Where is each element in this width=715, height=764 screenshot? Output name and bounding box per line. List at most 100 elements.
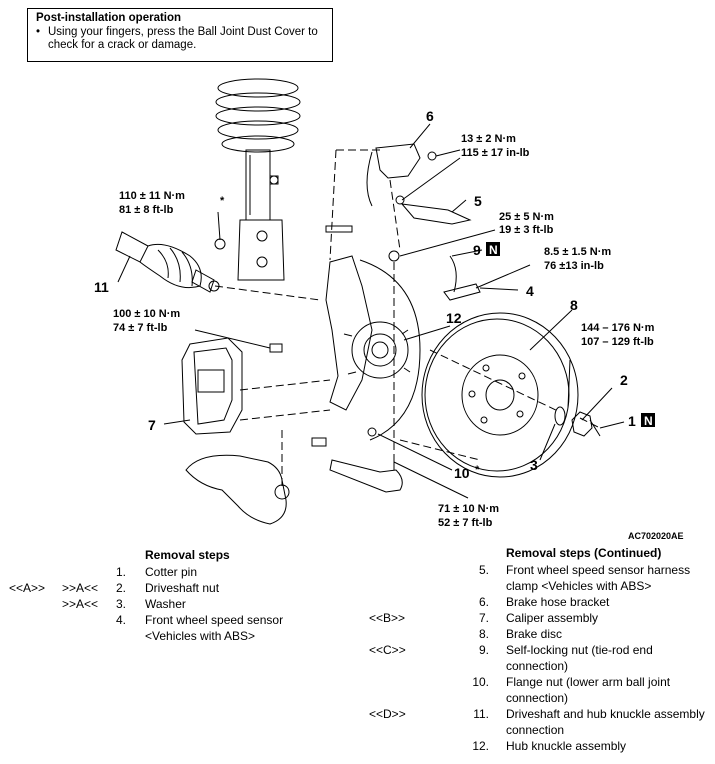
step-row: <<B>> 7. Caliper assembly — [360, 610, 715, 626]
step-row: 5. Front wheel speed sensor harness clam… — [360, 562, 715, 594]
step-number: 10. — [472, 675, 489, 689]
callout-10: 10 — [454, 465, 470, 481]
step-row: 12. Hub knuckle assembly — [360, 738, 715, 754]
torque-71-nm: 71 ± 10 N·m — [438, 503, 499, 515]
torque-100-nm: 100 ± 10 N·m — [113, 308, 180, 320]
step-text: Flange nut (lower arm ball joint connect… — [506, 675, 671, 705]
front-hub-exploded-diagram: 1 2 3 4 5 6 7 8 9 10 * 11 12 * N N 13 ± … — [94, 78, 655, 529]
new-part-icon: N — [641, 413, 655, 428]
step-text: Brake hose bracket — [506, 595, 610, 609]
step-text: Cotter pin — [145, 565, 198, 579]
torque-85-nm: 8.5 ± 1.5 N·m — [544, 246, 611, 258]
step-number: 2. — [115, 581, 126, 595]
step-row: 6. Brake hose bracket — [360, 594, 715, 610]
step-number: 8. — [478, 627, 489, 641]
torque-110-nm: 110 ± 11 N·m — [119, 190, 185, 202]
new-part-icon-label: N — [489, 243, 498, 257]
sensor-harness-clamp — [395, 195, 472, 225]
step-row: 1. Cotter pin — [0, 564, 330, 580]
speed-sensor — [443, 255, 481, 301]
step-ref: <<C>> — [369, 643, 406, 657]
step-ref-install: >>A<< — [62, 597, 99, 611]
step-text: Caliper assembly — [506, 611, 599, 625]
note-text: Using your fingers, press the Ball Joint… — [48, 26, 318, 51]
step-row: <<A>> >>A<< 2. Driveshaft nut — [0, 580, 330, 596]
callout-10-asterisk: * — [475, 464, 480, 476]
callout-11: 11 — [94, 279, 109, 295]
step-row: 4. Front wheel speed sensor <Vehicles wi… — [0, 612, 330, 644]
torque-110-lb: 81 ± 8 ft-lb — [119, 204, 174, 216]
tie-rod-end — [329, 456, 403, 493]
step-row: 8. Brake disc — [360, 626, 715, 642]
step-ref: <<B>> — [369, 611, 406, 625]
callout-5: 5 — [474, 193, 482, 209]
torque-71-lb: 52 ± 7 ft-lb — [438, 517, 493, 529]
step-text: Driveshaft and hub knuckle assembly conn… — [506, 707, 705, 737]
driveshaft — [115, 231, 321, 301]
brake-disc — [421, 312, 579, 478]
note-title: Post-installation operation — [36, 12, 182, 24]
dust-shield — [359, 259, 421, 441]
callout-1: 1 — [628, 413, 636, 429]
caliper-bolt — [269, 343, 283, 353]
washer-nut-pin — [554, 406, 601, 437]
callout-7: 7 — [148, 417, 156, 433]
callout-2: 2 — [620, 372, 628, 388]
removal-steps-left: Removal steps 1. Cotter pin <<A>> >>A<< … — [0, 547, 330, 644]
note-item: • Using your fingers, press the Ball Joi… — [36, 26, 324, 52]
removal-steps-continued-heading: Removal steps (Continued) — [506, 546, 662, 560]
self-locking-nut — [388, 250, 400, 262]
step-text: Self-locking nut (tie-rod end connection… — [506, 643, 653, 673]
step-ref-removal: <<A>> — [9, 581, 46, 595]
step-number: 1. — [115, 565, 126, 579]
new-part-icon-label: N — [644, 414, 653, 428]
torque-144-nm: 144 – 176 N·m — [581, 322, 655, 334]
step-ref: <<D>> — [369, 707, 406, 721]
callout-9: 9 — [473, 242, 481, 258]
bolt — [325, 225, 353, 233]
bullet-icon: • — [36, 26, 41, 38]
torque-25-lb: 19 ± 3 ft-lb — [499, 224, 554, 236]
torque-6-nm: 13 ± 2 N·m — [461, 133, 516, 145]
step-number: 5. — [478, 563, 489, 577]
step-text: Front wheel speed sensor harness clamp <… — [506, 563, 691, 593]
strut-assembly — [237, 149, 285, 281]
flange-nut — [367, 427, 377, 437]
step-text: Brake disc — [506, 627, 563, 641]
step-row: 10. Flange nut (lower arm ball joint con… — [360, 674, 715, 706]
step-row: >>A<< 3. Washer — [0, 596, 330, 612]
callout-12: 12 — [446, 310, 462, 326]
hub-knuckle — [325, 255, 411, 411]
new-part-icon: N — [486, 242, 500, 257]
callout-6: 6 — [426, 108, 434, 124]
torque-144-lb: 107 – 129 ft-lb — [581, 336, 654, 348]
step-row: <<C>> 9. Self-locking nut (tie-rod end c… — [360, 642, 715, 674]
callout-3: 3 — [530, 457, 538, 473]
step-number: 11. — [473, 707, 489, 721]
step-number: 6. — [478, 595, 489, 609]
torque-6-lb: 115 ± 17 in-lb — [461, 147, 530, 159]
removal-steps-heading: Removal steps — [145, 548, 230, 562]
post-installation-note: Post-installation operation • Using your… — [27, 8, 333, 62]
step-number: 3. — [115, 597, 126, 611]
removal-steps-right: Removal steps (Continued) 5. Front wheel… — [360, 545, 715, 754]
step-text: Driveshaft nut — [145, 581, 220, 595]
alignment-lines — [329, 149, 601, 461]
step-number: 12. — [472, 739, 489, 753]
step-number: 4. — [115, 613, 126, 627]
coil-spring — [215, 78, 301, 153]
step-ref-install: >>A<< — [62, 581, 99, 595]
torque-100-lb: 74 ± 7 ft-lb — [113, 322, 168, 334]
step-text: Hub knuckle assembly — [506, 739, 627, 753]
asterisk-mark: * — [220, 195, 225, 207]
callout-4: 4 — [526, 283, 534, 299]
step-number: 9. — [478, 643, 489, 657]
caliper-assembly — [181, 337, 331, 435]
leader-lines — [117, 123, 625, 499]
step-number: 7. — [478, 611, 489, 625]
strut-nut — [214, 238, 226, 250]
flange-nut-bolt — [311, 437, 327, 447]
torque-25-nm: 25 ± 5 N·m — [499, 211, 554, 223]
lower-arm — [185, 430, 290, 525]
torque-85-lb: 76 ±13 in-lb — [544, 260, 604, 272]
